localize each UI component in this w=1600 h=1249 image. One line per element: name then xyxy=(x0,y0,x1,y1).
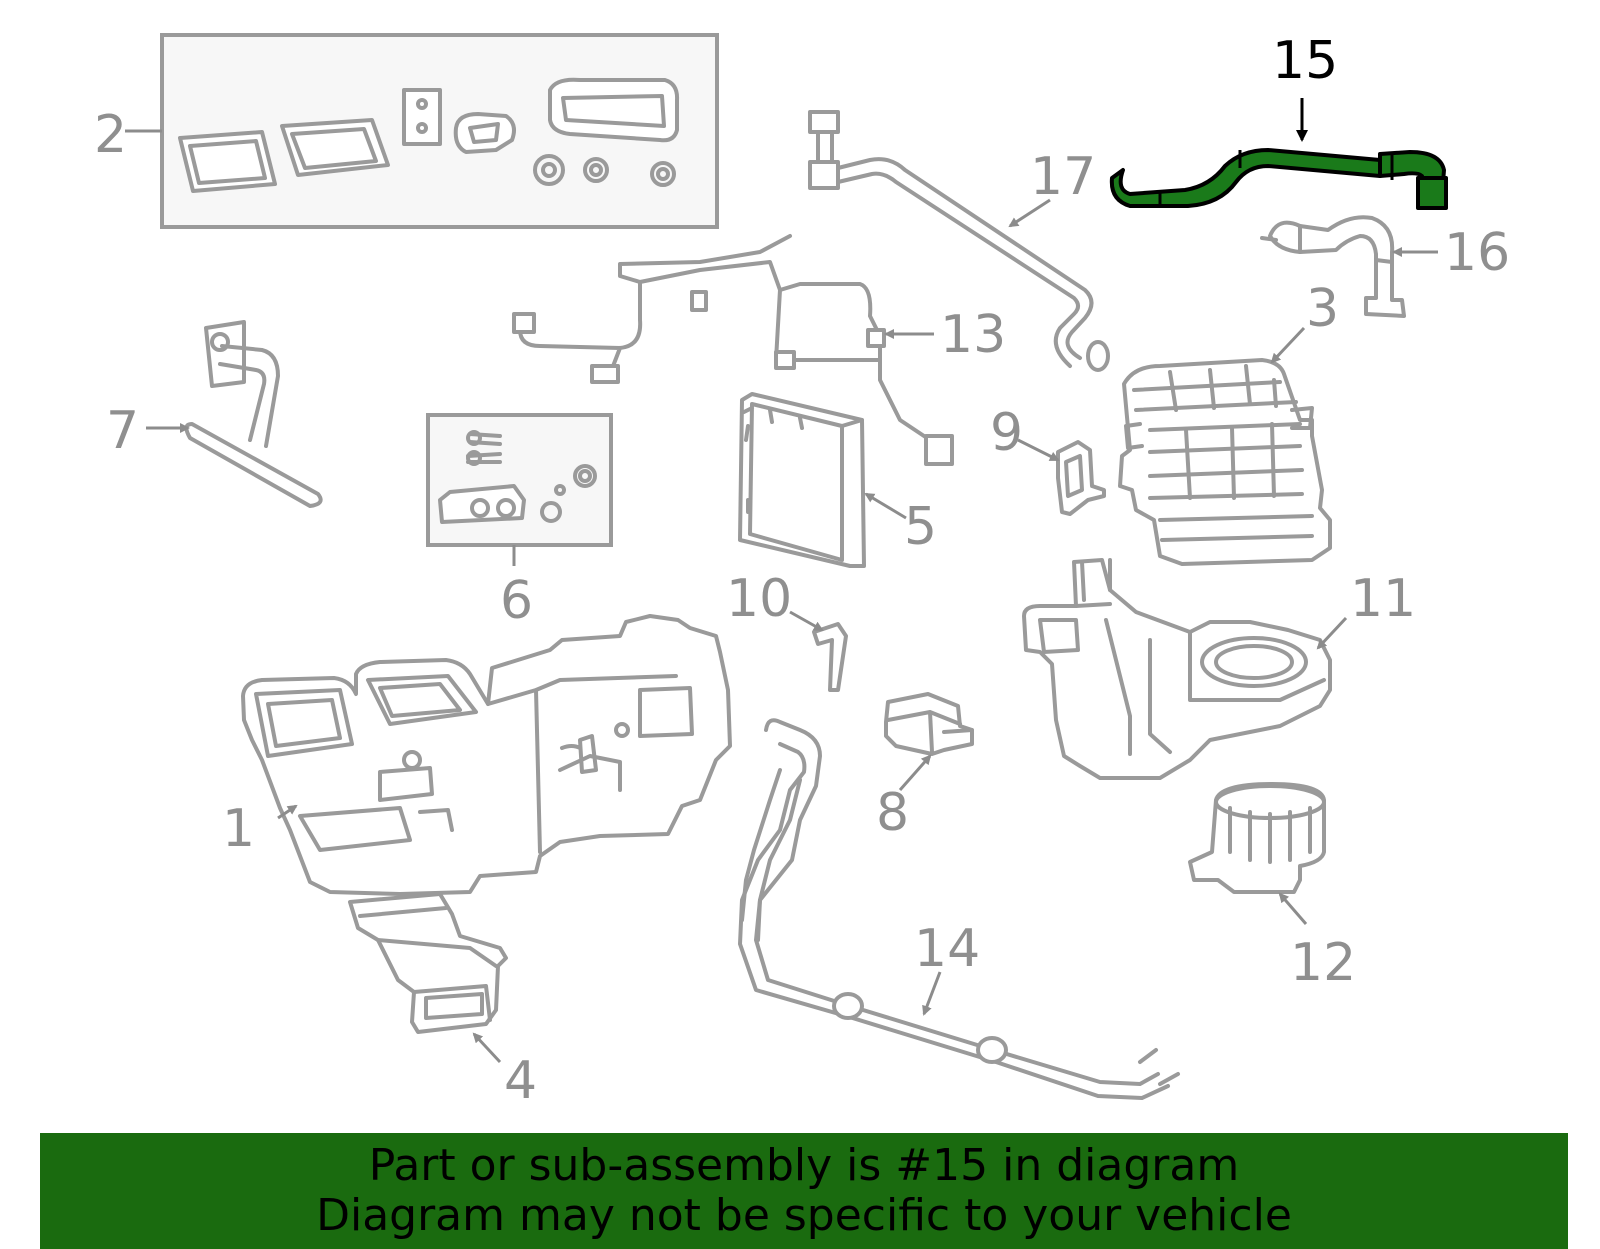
callout-1: 1 xyxy=(222,799,255,859)
part-17-ac-line[interactable] xyxy=(808,110,1110,372)
callout-3: 3 xyxy=(1306,279,1339,339)
callout-15: 15 xyxy=(1272,31,1338,91)
callout-16: 16 xyxy=(1444,223,1510,283)
callout-11: 11 xyxy=(1350,569,1416,629)
part-2-seal-kit[interactable] xyxy=(125,33,719,229)
part-5-evaporator-core[interactable] xyxy=(738,392,907,568)
part-8-blower-resistor[interactable] xyxy=(884,692,974,791)
callout-4: 4 xyxy=(504,1051,537,1111)
part-15-heater-hose[interactable] xyxy=(1109,98,1448,210)
part-11-blower-housing[interactable] xyxy=(1022,558,1348,780)
callout-2: 2 xyxy=(94,105,127,165)
part-9-actuator[interactable] xyxy=(1017,438,1106,516)
banner-line-part: Part or sub-assembly is #15 in diagram xyxy=(368,1140,1240,1191)
part-13-wiring-harness[interactable] xyxy=(512,234,954,466)
callout-6: 6 xyxy=(500,571,533,631)
part-1-hvac-housing[interactable] xyxy=(241,614,732,896)
callout-7: 7 xyxy=(106,401,139,461)
callout-14: 14 xyxy=(914,919,980,979)
callout-17: 17 xyxy=(1030,147,1096,207)
part-6-hardware-kit[interactable] xyxy=(426,413,613,566)
part-3-air-inlet-housing[interactable] xyxy=(1118,326,1332,566)
part-12-blower-motor[interactable] xyxy=(1188,782,1326,925)
banner-line-disclaimer: Diagram may not be specific to your vehi… xyxy=(316,1190,1292,1241)
part-10-seal[interactable] xyxy=(789,610,848,692)
part-4-floor-duct[interactable] xyxy=(348,892,508,1064)
part-16-hose[interactable] xyxy=(1260,215,1438,318)
part-7-pipe[interactable] xyxy=(146,320,323,508)
part-14-heater-tubes[interactable] xyxy=(738,718,1180,1100)
callout-5: 5 xyxy=(904,497,937,557)
info-banner: Part or sub-assembly is #15 in diagram D… xyxy=(40,1133,1568,1249)
callout-10: 10 xyxy=(726,569,792,629)
callout-13: 13 xyxy=(940,305,1006,365)
callout-9: 9 xyxy=(990,403,1023,463)
callout-8: 8 xyxy=(876,783,909,843)
callout-12: 12 xyxy=(1290,933,1356,993)
